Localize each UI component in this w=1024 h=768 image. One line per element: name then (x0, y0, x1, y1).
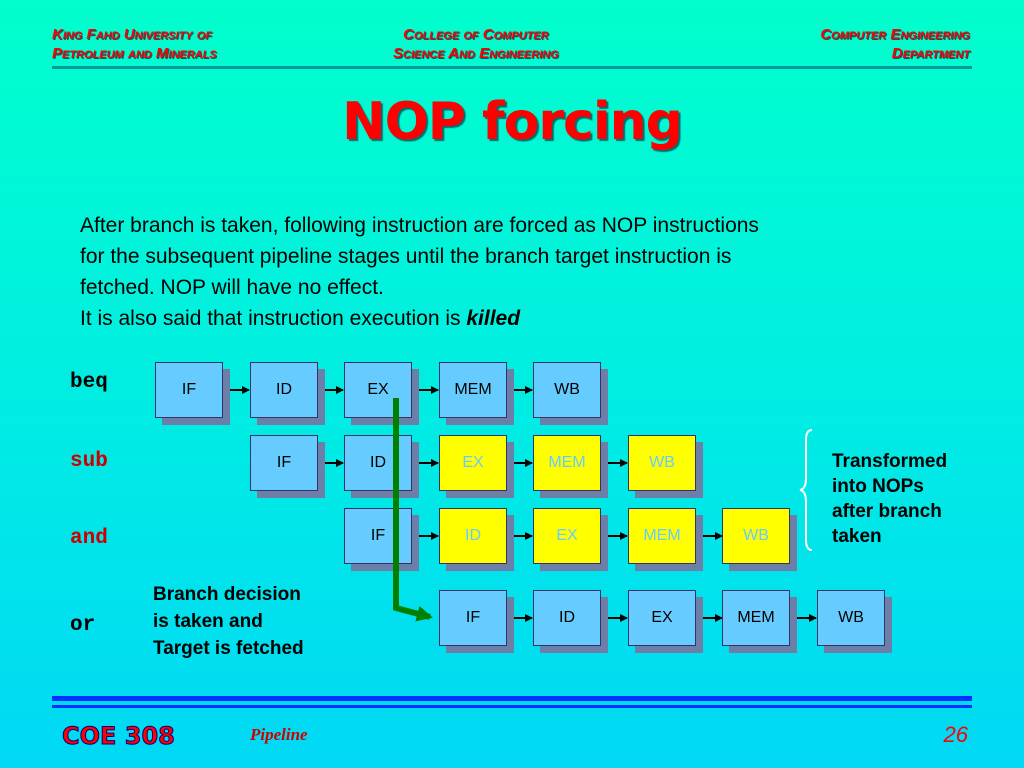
transformed-note-line: Transformed (832, 451, 948, 472)
slide-title: NOP forcing (342, 92, 683, 152)
stage-and-ex-nop: EX (533, 508, 601, 564)
stage-sub-ex-nop: EX (439, 435, 507, 491)
stage-or-wb: WB (817, 590, 885, 646)
header-university: King Fahd University of Petroleum and Mi… (52, 25, 217, 63)
transformed-note-line: into NOPs (832, 476, 924, 497)
stage-beq-id: ID (250, 362, 318, 418)
stage-arrows (223, 386, 817, 622)
killed-emphasis: killed (466, 307, 521, 330)
stage-or-id: ID (533, 590, 601, 646)
instr-label-sub: sub (70, 450, 108, 473)
instr-label-beq: beq (70, 371, 108, 394)
branch-target-arrow (393, 398, 433, 622)
stage-or-mem: MEM (722, 590, 790, 646)
stage-beq-mem: MEM (439, 362, 507, 418)
description-line: It is also said that instruction executi… (80, 303, 940, 334)
page-number: 26 (943, 722, 968, 747)
stage-and-if: IF (344, 508, 412, 564)
footer-divider-bottom (52, 705, 972, 708)
branch-decision-line: Branch decision (153, 584, 301, 605)
stage-sub-if: IF (250, 435, 318, 491)
header-department-line2: Department (891, 45, 970, 62)
footer-topic: Pipeline (250, 725, 308, 744)
branch-decision-note: Branch decision is taken and Target is f… (153, 581, 304, 662)
stage-sub-wb-nop: WB (628, 435, 696, 491)
description-line: After branch is taken, following instruc… (80, 214, 759, 237)
transformed-note: Transformed into NOPs after branch taken (832, 449, 947, 549)
description-line: for the subsequent pipeline stages until… (80, 245, 732, 268)
header-department-line1: Computer Engineering (820, 26, 970, 43)
stage-or-ex: EX (628, 590, 696, 646)
stage-beq-if: IF (155, 362, 223, 418)
instr-label-or: or (70, 614, 96, 637)
description-paragraph: After branch is taken, following instruc… (80, 210, 940, 334)
stage-and-id-nop: ID (439, 508, 507, 564)
stage-sub-mem-nop: MEM (533, 435, 601, 491)
transformed-note-line: after branch (832, 501, 942, 522)
stage-beq-ex: EX (344, 362, 412, 418)
header-college-line1: College of Computer (403, 26, 549, 43)
nop-brace (799, 429, 813, 551)
branch-decision-line: is taken and (153, 611, 263, 632)
stage-and-wb-nop: WB (722, 508, 790, 564)
header-college: College of Computer Science And Engineer… (393, 25, 559, 63)
header-university-line1: King Fahd University of (52, 26, 213, 43)
description-text: It is also said that instruction executi… (80, 307, 467, 330)
stage-sub-id: ID (344, 435, 412, 491)
footer-course: COE 308 (62, 722, 176, 751)
stage-beq-wb: WB (533, 362, 601, 418)
branch-decision-line: Target is fetched (153, 638, 304, 659)
footer-divider-top (52, 696, 972, 701)
transformed-note-line: taken (832, 526, 882, 547)
description-line: fetched. NOP will have no effect. (80, 276, 384, 299)
header-department: Computer Engineering Department (820, 25, 970, 63)
stage-and-mem-nop: MEM (628, 508, 696, 564)
header-college-line2: Science And Engineering (393, 45, 559, 62)
header-divider (52, 66, 972, 69)
instr-label-and: and (70, 527, 108, 550)
header-university-line2: Petroleum and Minerals (52, 45, 217, 62)
stage-or-if: IF (439, 590, 507, 646)
